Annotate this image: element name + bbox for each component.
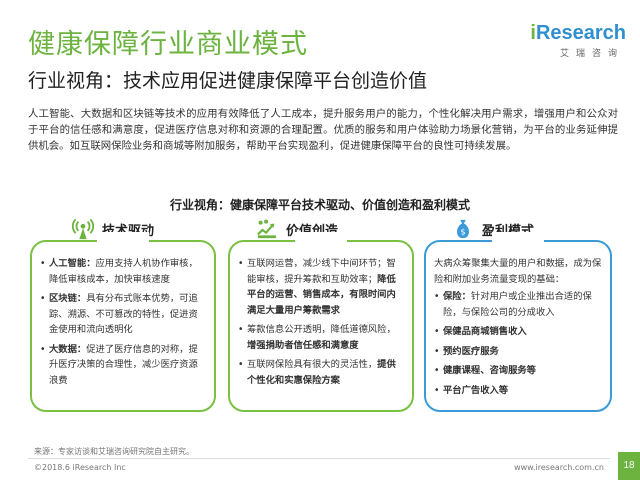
signal-tower-icon bbox=[72, 218, 94, 240]
item-text: 互联网运营，减少线下中间环节；智能审核，提升筹款和互助效率；降低平台的运营、销售… bbox=[247, 256, 404, 318]
list-item: •互联网运营，减少线下中间环节；智能审核，提升筹款和互助效率；降低平台的运营、销… bbox=[238, 256, 404, 318]
svg-text:$: $ bbox=[460, 227, 465, 237]
item-text: 保险：针对用户或企业推出合适的保险，与保险公司的分成收入 bbox=[443, 289, 602, 320]
list-item: •保险：针对用户或企业推出合适的保险，与保险公司的分成收入 bbox=[434, 289, 602, 320]
item-bold: 大数据： bbox=[49, 343, 87, 355]
item-bold: 健康课程、咨询服务等 bbox=[443, 365, 536, 376]
item-bold: 预约医疗服务 bbox=[443, 345, 499, 357]
item-text: 筹款信息公开透明，降低道德风险， 增强捐助者信任感和满意度 bbox=[247, 322, 404, 353]
intro-paragraph: 人工智能、大数据和区块链等技术的应用有效降低了人工成本，提升服务用户的能力，个性… bbox=[28, 108, 618, 152]
item-body: 筹款信息公开透明，降低道德风险， bbox=[247, 324, 396, 335]
item-body: 具有分布式账本优势，可追踪、溯源、不可篡改的特性，促进资金使用和流向透明化 bbox=[49, 293, 198, 335]
bullet: • bbox=[434, 326, 440, 337]
logo-i: i bbox=[530, 22, 536, 44]
diagram-title: 行业视角：健康保障平台技术驱动、价值创造和盈利模式 bbox=[169, 198, 470, 212]
list-item: •大数据：促进了医疗信息的对称，提升医疗决策的合理性，减少医疗资源浪费 bbox=[40, 342, 206, 389]
logo-wordmark: iResearch bbox=[530, 22, 626, 45]
list-item: •互联网保险具有很大的灵活性，提供个性化和实惠保险方案 bbox=[238, 357, 404, 388]
bullet: • bbox=[434, 384, 440, 396]
item-bold: 保险： bbox=[443, 291, 471, 302]
money-bag-icon: $ bbox=[457, 219, 469, 239]
page-subtitle: 行业视角：技术应用促进健康保障平台创造价值 bbox=[28, 70, 428, 92]
page-title: 健康保障行业商业模式 bbox=[28, 29, 308, 60]
source-note: 来源：专家访谈和艾瑞咨询研究院自主研究。 bbox=[34, 447, 194, 456]
logo-chinese: 艾瑞咨询 bbox=[559, 49, 624, 59]
footer-divider bbox=[28, 458, 610, 459]
item-body: 应用支持人机协作审核，降低审核成本，加快审核速度 bbox=[49, 258, 198, 285]
bullet: • bbox=[434, 345, 440, 357]
bullet: • bbox=[238, 258, 244, 269]
item-body: 针对用户或企业推出合适的保险，与保险公司的分成收入 bbox=[443, 291, 592, 318]
card-connector bbox=[492, 232, 544, 244]
item-body: 互联网保险具有很大的灵活性， bbox=[247, 359, 378, 370]
logo-word-research: Research bbox=[535, 22, 626, 44]
card-intro: 大病众筹聚集大量的用户和数据，成为保险和附加业务流量变现的基础： bbox=[434, 258, 602, 285]
item-text: 人工智能：应用支持人机协作审核，降低审核成本，加快审核速度 bbox=[49, 256, 206, 287]
card-connector bbox=[295, 232, 347, 244]
item-text: 平台广告收入等 bbox=[443, 383, 602, 399]
bullet: • bbox=[40, 293, 46, 304]
item-body: 促进了医疗信息的对称，提升医疗决策的合理性，减少医疗资源浪费 bbox=[49, 343, 198, 386]
item-bold: 降低平台的运营、销售成本，有限时间内满足大量用户筹款需求 bbox=[247, 273, 396, 316]
bullet: • bbox=[238, 359, 244, 370]
hands-growth-icon bbox=[257, 219, 277, 239]
page-number: 18 bbox=[618, 452, 640, 480]
card-profit-model: 大病众筹聚集大量的用户和数据，成为保险和附加业务流量变现的基础： •保险：针对用… bbox=[424, 232, 612, 412]
item-text: 保健品商城销售收入 bbox=[443, 324, 602, 340]
bullet: • bbox=[40, 343, 46, 355]
item-bold: 保健品商城销售收入 bbox=[443, 326, 527, 337]
bullet: • bbox=[434, 291, 440, 302]
item-bold: 人工智能： bbox=[49, 258, 96, 269]
copyright: ©2018.6 iResearch Inc bbox=[34, 463, 126, 472]
list-item: •平台广告收入等 bbox=[434, 383, 602, 399]
item-bold: 平台广告收入等 bbox=[443, 384, 509, 396]
list-item: •健康课程、咨询服务等 bbox=[434, 363, 602, 379]
item-text: 互联网保险具有很大的灵活性，提供个性化和实惠保险方案 bbox=[247, 357, 404, 388]
bullet: • bbox=[238, 324, 244, 335]
item-bold: 提供个性化和实惠保险方案 bbox=[247, 359, 396, 386]
bullet: • bbox=[434, 365, 440, 376]
website-link[interactable]: www.iresearch.com.cn bbox=[514, 463, 604, 472]
item-bold: 增强捐助者信任感和满意度 bbox=[247, 339, 359, 351]
item-text: 预约医疗服务 bbox=[443, 344, 602, 360]
iresearch-logo: iResearch 艾瑞咨询 bbox=[530, 22, 626, 66]
item-body: 互联网运营，减少线下中间环节；智能审核，提升筹款和互助效率； bbox=[247, 258, 396, 285]
card-connector bbox=[97, 232, 149, 244]
item-bold: 区块链： bbox=[49, 293, 87, 304]
item-text: 健康课程、咨询服务等 bbox=[443, 363, 602, 379]
list-item: •预约医疗服务 bbox=[434, 344, 602, 360]
card-tech-driven: •人工智能：应用支持人机协作审核，降低审核成本，加快审核速度 •区块链：具有分布… bbox=[30, 232, 216, 412]
item-text: 大数据：促进了医疗信息的对称，提升医疗决策的合理性，减少医疗资源浪费 bbox=[49, 342, 206, 389]
list-item: •筹款信息公开透明，降低道德风险， 增强捐助者信任感和满意度 bbox=[238, 322, 404, 353]
list-item: •保健品商城销售收入 bbox=[434, 324, 602, 340]
list-item: •区块链：具有分布式账本优势，可追踪、溯源、不可篡改的特性，促进资金使用和流向透… bbox=[40, 291, 206, 338]
list-item: •人工智能：应用支持人机协作审核，降低审核成本，加快审核速度 bbox=[40, 256, 206, 287]
item-text: 区块链：具有分布式账本优势，可追踪、溯源、不可篡改的特性，促进资金使用和流向透明… bbox=[49, 291, 206, 338]
card-value-creation: •互联网运营，减少线下中间环节；智能审核，提升筹款和互助效率；降低平台的运营、销… bbox=[228, 232, 414, 412]
bullet: • bbox=[40, 258, 46, 269]
